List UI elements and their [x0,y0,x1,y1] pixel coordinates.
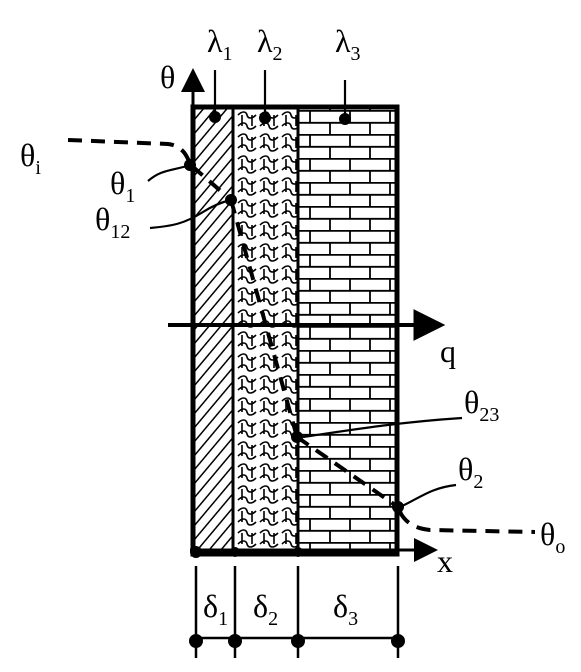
point-interface-1-base [230,547,240,557]
point-theta-23 [291,431,303,443]
point-theta-1 [184,159,196,171]
point-interface-2-base [293,547,303,557]
point-theta-12 [225,194,237,206]
profile-layer-3 [295,435,400,509]
theta-i-label: θi [20,137,41,179]
label-leaders [147,70,463,509]
profile-layer-2 [229,199,299,438]
point-lambda-1 [209,111,221,123]
delta-3-label: δ3 [333,588,358,630]
point-lambda-2 [259,112,271,124]
theta-12-label: θ12 [95,201,130,243]
theta-23-label: θ23 [464,384,499,426]
theta-axis-label: θ [160,59,175,95]
inside-air-dashes [67,138,192,166]
heat-flux-label: q [440,333,456,369]
outside-air-dashes [398,511,536,534]
lambda-1-label: λ1 [207,23,233,65]
profile-layer-1 [190,164,233,202]
point-origin [190,546,202,558]
delta-1-label: δ1 [203,588,228,630]
lambda-3-label: λ3 [335,23,361,65]
layer-2-insulation [233,107,298,554]
theta-o-label: θo [540,516,565,558]
temperature-points [184,111,404,558]
delta-2-label: δ2 [253,588,278,630]
lambda-2-label: λ2 [257,23,283,65]
point-lambda-3 [339,113,351,125]
theta-1-label: θ1 [110,165,135,207]
layer-3-brick [298,107,397,554]
dimension-endpoints [189,634,405,648]
point-theta-2 [392,501,404,513]
x-axis-label: x [437,543,453,579]
layer-1-hatched [193,107,233,554]
theta-2-label: θ2 [458,451,483,493]
